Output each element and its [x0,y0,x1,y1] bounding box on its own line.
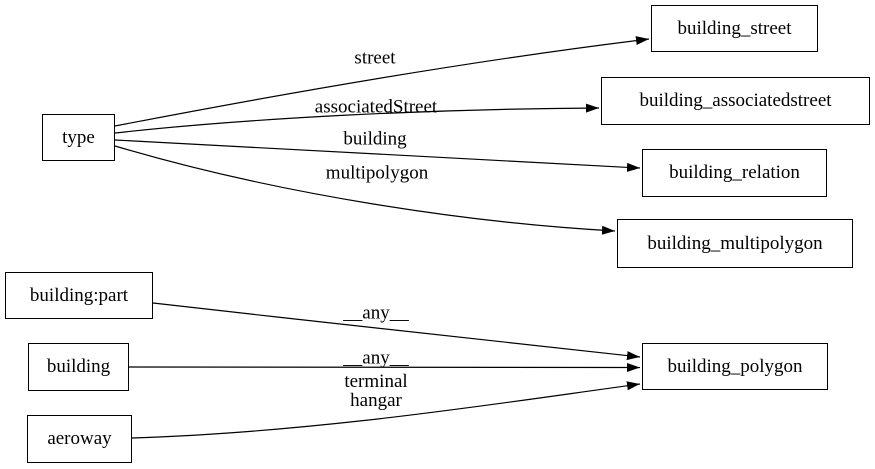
edge-type-building_street [114,36,650,127]
edge-label-associatedstreet: associatedStreet [314,96,438,118]
edge-building_part-building_polygon [152,302,641,361]
edge-building-building_polygon [128,362,641,372]
edge-label-multipolygon: multipolygon [325,162,429,184]
node-building-polygon: building_polygon [642,343,828,390]
edge-label-building: building [343,128,407,150]
node-aeroway: aeroway [27,415,132,463]
node-building: building [28,343,129,391]
node-building-street: building_street [651,5,818,52]
edge-type-building_associatedstreet [114,103,600,134]
node-building-part: building:part [5,272,153,319]
node-building-multipolygon: building_multipolygon [617,219,853,268]
edge-label-terminal-hangar: terminal hangar [344,372,407,410]
node-building-relation: building_relation [642,149,827,197]
edge-label-any-building: __any__ [343,347,409,369]
node-type: type [42,114,115,161]
edge-aeroway-building_polygon [131,381,641,439]
edge-label-street: street [354,47,396,69]
node-building-associatedstreet: building_associatedstreet [601,77,870,125]
edge-label-any-building-part: __any__ [343,302,409,324]
edge-label-terminal: terminal [344,371,408,392]
edge-type-building_multipolygon [114,145,616,235]
edge-label-hangar: hangar [350,390,402,411]
